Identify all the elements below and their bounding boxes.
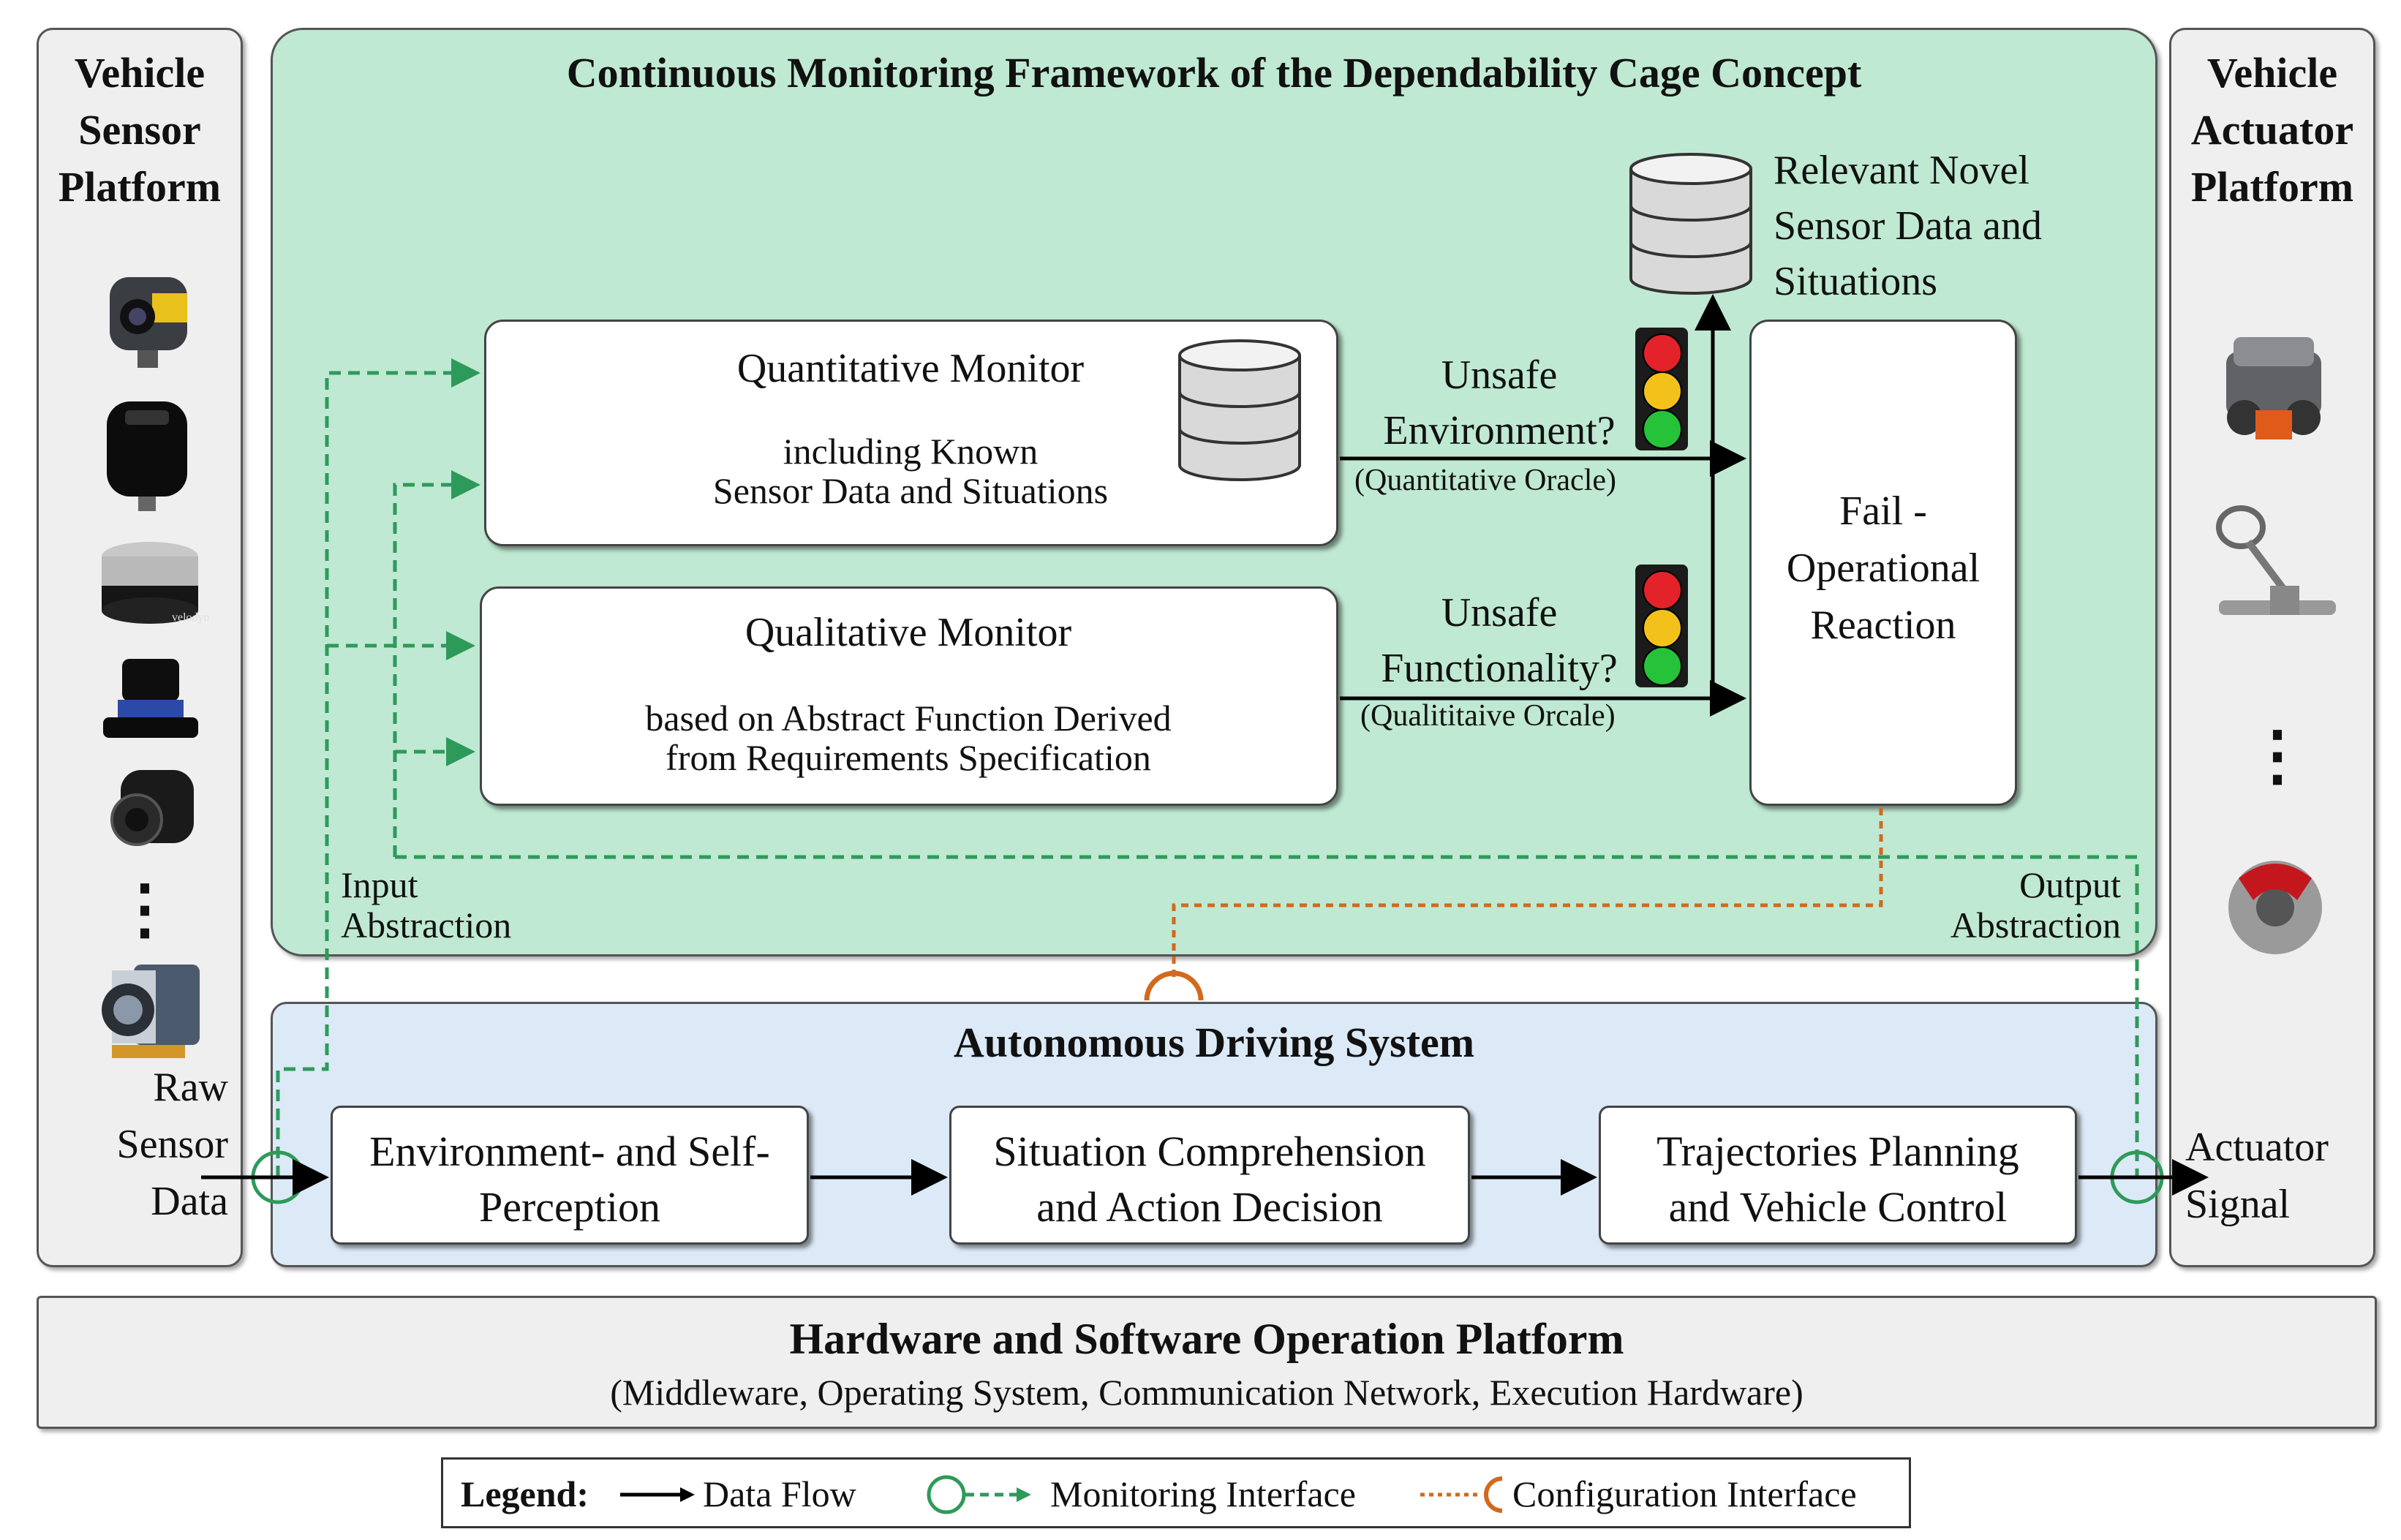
brake-icon bbox=[2228, 861, 2322, 954]
camera-module-icon bbox=[110, 770, 194, 846]
lidar-small-icon bbox=[103, 659, 198, 738]
raw-sensor-data-label: Raw Sensor Data bbox=[116, 1065, 228, 1224]
traffic-light-icon bbox=[1635, 565, 1688, 687]
legend-monitoring-interface: Monitoring Interface bbox=[1050, 1473, 1356, 1514]
lidar-icon: velodyne bbox=[102, 542, 208, 624]
qualitative-monitor-subtitle: based on Abstract Function Derived from … bbox=[645, 698, 1172, 778]
qualitative-monitor-box: Qualitative Monitor based on Abstract Fu… bbox=[480, 586, 1338, 806]
traffic-light-icon bbox=[1635, 328, 1688, 450]
qualitative-oracle-label: (Qualititaive Orcale) bbox=[1360, 699, 1616, 733]
red-light bbox=[1643, 333, 1682, 373]
yellow-light bbox=[1643, 608, 1682, 648]
sensor-ellipsis: ⋮ bbox=[112, 874, 178, 946]
actuator-platform-title: Vehicle Actuator Platform bbox=[2190, 49, 2354, 211]
novel-sensor-data-label: Relevant Novel Sensor Data and Situation… bbox=[1774, 148, 2043, 304]
quantitative-monitor-title: Quantitative Monitor bbox=[736, 346, 1085, 391]
unsafe-functionality-label: Unsafe Functionality? bbox=[1381, 590, 1618, 691]
legend-data-flow: Data Flow bbox=[703, 1473, 856, 1514]
engine-icon bbox=[2226, 337, 2321, 439]
database-icon bbox=[1629, 153, 1752, 295]
framework-title: Continuous Monitoring Framework of the D… bbox=[566, 49, 1862, 97]
hw-sw-operation-platform: Hardware and Software Operation Platform… bbox=[37, 1296, 2377, 1429]
perception-box: Environment- and Self- Perception bbox=[331, 1106, 809, 1245]
input-abstraction-label: Input Abstraction bbox=[341, 864, 512, 945]
hw-platform-title: Hardware and Software Operation Platform bbox=[789, 1315, 1624, 1363]
quantitative-oracle-label: (Quantitative Oracle) bbox=[1354, 464, 1616, 497]
svg-text:velodyne: velodyne bbox=[172, 611, 208, 624]
ads-title: Autonomous Driving System bbox=[953, 1019, 1475, 1066]
trajectory-planning-box: Trajectories Planning and Vehicle Contro… bbox=[1599, 1106, 2077, 1245]
database-icon bbox=[1178, 339, 1301, 481]
green-light bbox=[1643, 646, 1682, 686]
green-light bbox=[1643, 409, 1682, 449]
legend: Legend: Data Flow Monitoring Interface C… bbox=[441, 1457, 1911, 1528]
yellow-light bbox=[1643, 371, 1682, 411]
fail-operational-label: Fail - Operational Reaction bbox=[1786, 488, 1980, 648]
vehicle-actuator-platform: Vehicle Actuator Platform ⋮ bbox=[2169, 28, 2375, 1267]
fail-operational-reaction-box: Fail - Operational Reaction bbox=[1749, 320, 2017, 806]
actuator-signal-label: Actuator Signal bbox=[2185, 1125, 2329, 1227]
unsafe-environment-label: Unsafe Environment? bbox=[1383, 352, 1616, 453]
hw-platform-subtitle: (Middleware, Operating System, Communica… bbox=[610, 1372, 1803, 1413]
output-abstraction-label: Output Abstraction bbox=[1950, 864, 2121, 945]
monitoring-interface-legend-icon bbox=[927, 1475, 1031, 1514]
sensor-platform-title: Vehicle Sensor Platform bbox=[58, 49, 222, 211]
quantitative-monitor-subtitle: including Known Sensor Data and Situatio… bbox=[712, 431, 1109, 511]
legend-configuration-interface: Configuration Interface bbox=[1512, 1473, 1857, 1514]
quantitative-monitor-box: Quantitative Monitor including Known Sen… bbox=[484, 320, 1338, 546]
actuator-ellipsis: ⋮ bbox=[2244, 720, 2310, 793]
industrial-camera-icon bbox=[102, 965, 200, 1058]
data-flow-legend-arrow bbox=[620, 1487, 695, 1502]
qualitative-monitor-title: Qualitative Monitor bbox=[745, 610, 1072, 655]
radar-sensor-icon bbox=[107, 401, 187, 511]
camera-sensor-icon bbox=[110, 277, 187, 368]
situation-comprehension-box: Situation Comprehension and Action Decis… bbox=[949, 1106, 1470, 1245]
steering-icon bbox=[2216, 505, 2336, 615]
legend-title: Legend: bbox=[461, 1473, 589, 1514]
configuration-interface-legend-icon bbox=[1420, 1476, 1503, 1513]
red-light bbox=[1643, 570, 1682, 610]
vehicle-sensor-platform: Vehicle Sensor Platform velodyne ⋮ bbox=[37, 28, 243, 1267]
